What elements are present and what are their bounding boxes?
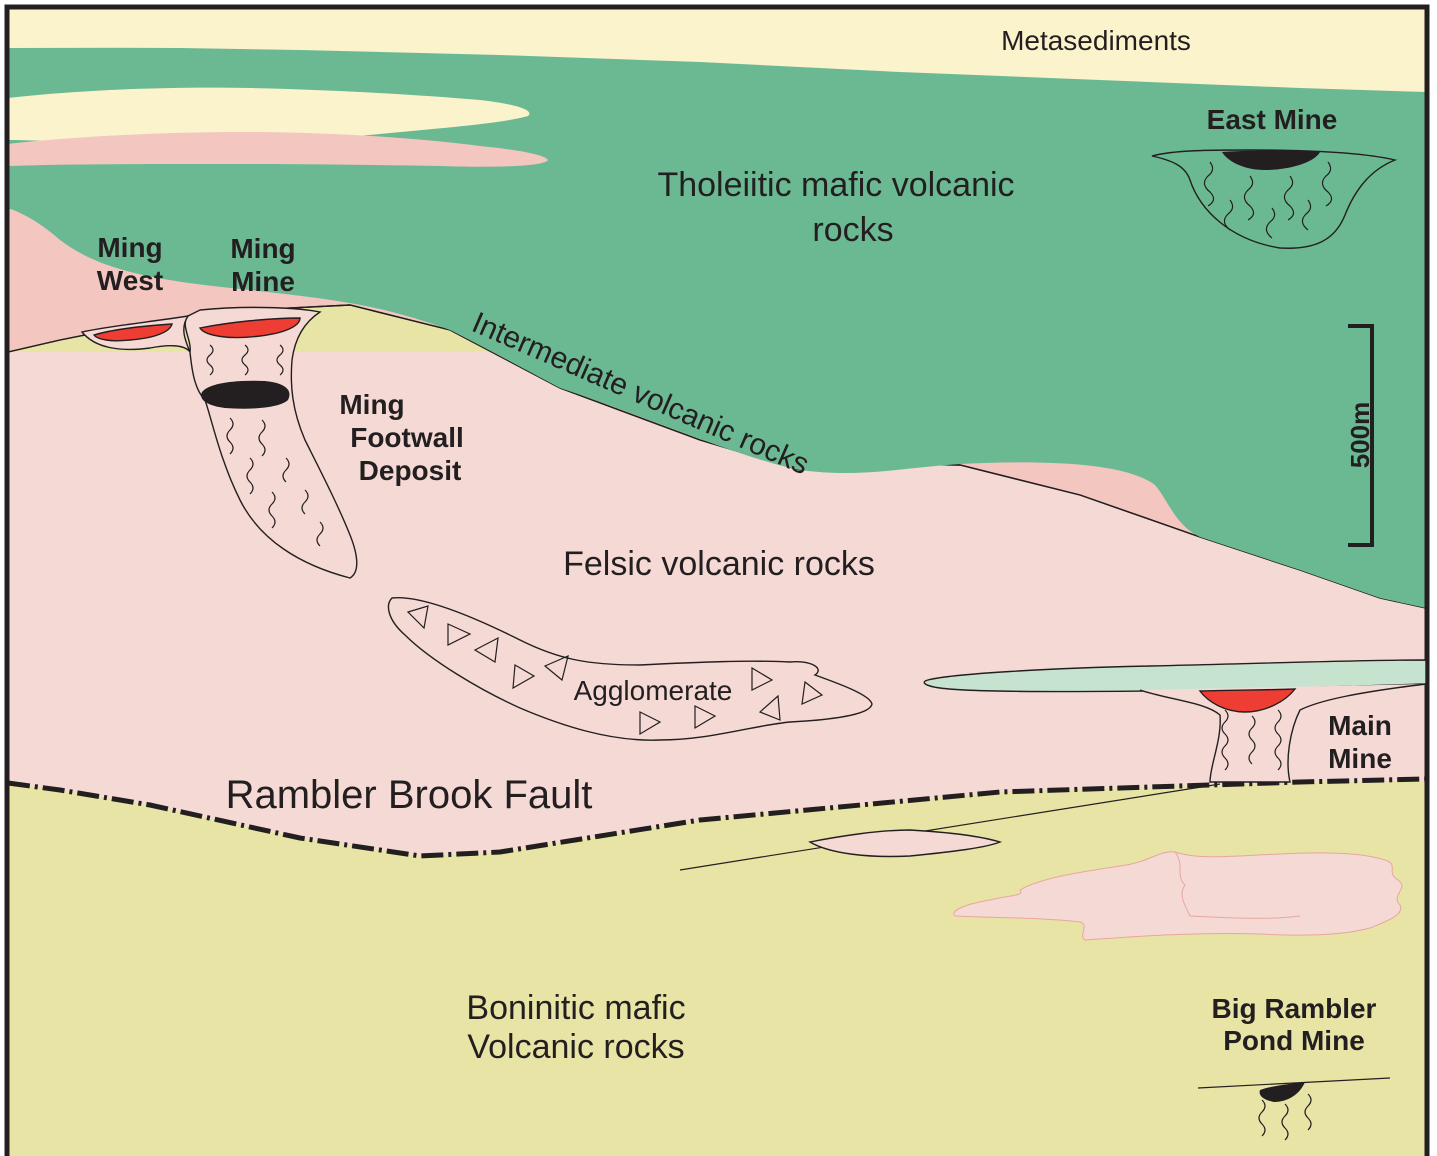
tholeiitic-label-line1: Tholeiitic mafic volcanic [657, 166, 1014, 204]
tholeiitic-label-line2: rocks [812, 211, 893, 249]
ming-west-label-line2: West [97, 265, 163, 296]
ming-footwall-label-line3: Deposit [359, 455, 462, 486]
ming-footwall-label-line1: Ming [339, 389, 404, 420]
big-rambler-label-line1: Big Rambler [1212, 993, 1377, 1024]
east-mine-label: East Mine [1207, 104, 1338, 135]
scale-bar-label: 500m [1345, 402, 1375, 469]
ming-west-label-line1: Ming [97, 232, 162, 263]
felsic-label: Felsic volcanic rocks [563, 545, 875, 583]
metasediments-label: Metasediments [1001, 25, 1191, 56]
main-mine-label-line2: Mine [1328, 743, 1392, 774]
boninitic-label-line2: Volcanic rocks [467, 1028, 684, 1066]
boninitic-label-line1: Boninitic mafic [466, 989, 685, 1027]
ming-mine-label-line2: Mine [231, 266, 295, 297]
big-rambler-label-line2: Pond Mine [1223, 1025, 1365, 1056]
agglomerate-label: Agglomerate [574, 675, 733, 706]
ming-footwall-label-line2: Footwall [350, 422, 464, 453]
fault-label: Rambler Brook Fault [226, 773, 593, 817]
main-mine-label-line1: Main [1328, 710, 1392, 741]
ming-mine-label-line1: Ming [230, 233, 295, 264]
